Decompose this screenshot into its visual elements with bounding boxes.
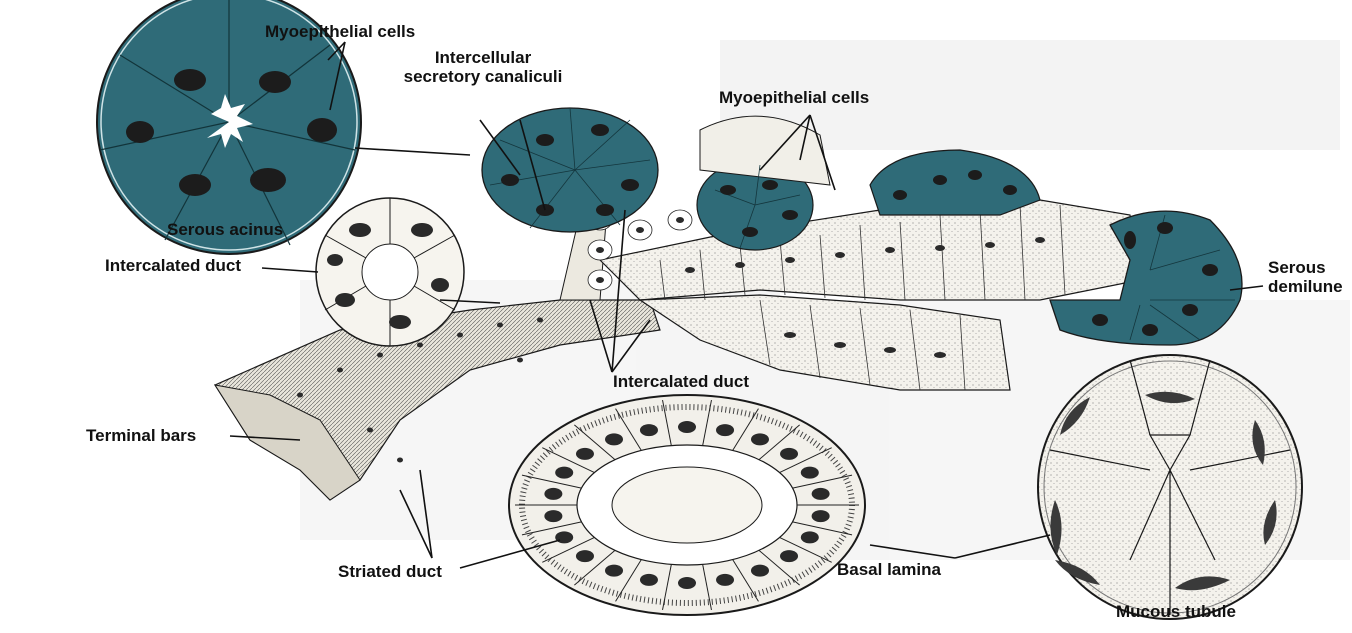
- striated-cell-nucleus: [801, 531, 819, 543]
- label-canaliculi-line2: secretory canaliculi: [383, 67, 583, 86]
- label-mucous-tubule: Mucous tubule: [1116, 602, 1236, 621]
- striated-cell-nucleus: [716, 424, 734, 436]
- striated-cell-nucleus: [576, 448, 594, 460]
- striated-cell-nucleus: [555, 531, 573, 543]
- label-demilune-line2: demilune: [1268, 277, 1343, 296]
- upper-right-serous-cells: [870, 150, 1040, 215]
- striated-cell-nucleus: [544, 510, 562, 522]
- label-intercalated-duct-left: Intercalated duct: [105, 256, 241, 275]
- striated-duct-cross-section: [509, 395, 865, 615]
- label-basal-lamina: Basal lamina: [837, 560, 941, 579]
- striated-cell-nucleus: [751, 433, 769, 445]
- intercalated-duct-cross-section: [316, 198, 464, 346]
- striated-cell-nucleus: [678, 577, 696, 589]
- striated-cell-nucleus: [605, 565, 623, 577]
- label-intercalated-duct-center: Intercalated duct: [613, 372, 749, 391]
- striated-cell-nucleus: [555, 467, 573, 479]
- striated-cell-nucleus: [640, 424, 658, 436]
- striated-cell-nucleus: [812, 488, 830, 500]
- striated-cell-nucleus: [544, 488, 562, 500]
- striated-cell-nucleus: [780, 448, 798, 460]
- top-serous-acinus: [482, 108, 658, 232]
- label-demilune-line1: Serous: [1268, 258, 1343, 277]
- striated-cell-nucleus: [605, 433, 623, 445]
- label-serous-demilune: Serous demilune: [1268, 258, 1343, 296]
- label-intercellular-canaliculi: Intercellular secretory canaliculi: [383, 48, 583, 86]
- label-canaliculi-line1: Intercellular: [383, 48, 583, 67]
- striated-cell-nucleus: [780, 550, 798, 562]
- striated-cell-nucleus: [751, 565, 769, 577]
- label-myoepithelial-cells-top: Myoepithelial cells: [265, 22, 415, 41]
- label-terminal-bars: Terminal bars: [86, 426, 196, 445]
- label-myoepithelial-cells-right: Myoepithelial cells: [719, 88, 869, 107]
- mucous-tubule-cross-section: [1038, 355, 1302, 619]
- label-striated-duct: Striated duct: [338, 562, 442, 581]
- striated-cell-nucleus: [640, 574, 658, 586]
- striated-cell-nucleus: [678, 421, 696, 433]
- striated-cell-nucleus: [576, 550, 594, 562]
- striated-cell-nucleus: [716, 574, 734, 586]
- label-serous-acinus: Serous acinus: [167, 220, 283, 239]
- striated-cell-nucleus: [801, 467, 819, 479]
- striated-cell-nucleus: [812, 510, 830, 522]
